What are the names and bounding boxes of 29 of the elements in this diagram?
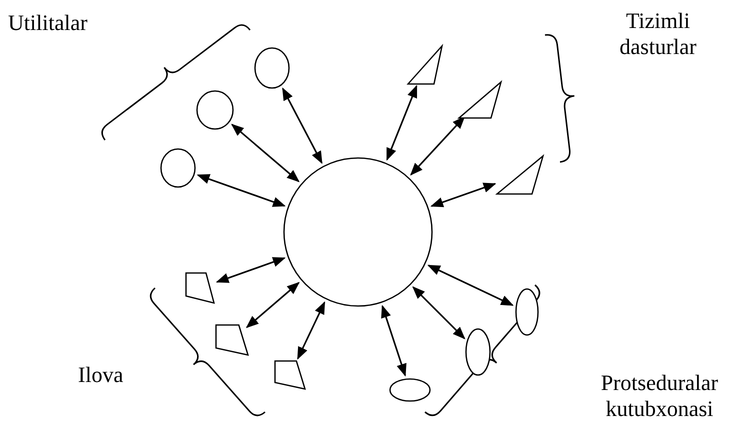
double-arrow — [427, 264, 514, 306]
double-arrow — [297, 301, 326, 360]
circle-shape — [254, 47, 290, 89]
triangle-shape — [407, 45, 443, 85]
double-arrow — [216, 257, 286, 283]
double-arrow — [196, 174, 286, 207]
double-arrow — [430, 182, 496, 208]
double-arrow — [381, 304, 406, 377]
trapezoid-shape — [215, 324, 249, 356]
group-label: Tizimli dasturlar — [618, 8, 698, 60]
group-label: Protseduralar kutubxonasi — [600, 370, 720, 422]
group-label: Utilitalar — [8, 10, 88, 36]
circle-shape — [283, 157, 433, 307]
ellipse-shape — [389, 378, 431, 402]
double-arrow — [386, 84, 418, 161]
double-arrow — [231, 124, 300, 182]
ellipse-shape — [515, 288, 539, 336]
circle-shape — [196, 90, 234, 130]
double-arrow — [282, 87, 322, 164]
ellipse-shape — [465, 328, 491, 376]
circle-shape — [160, 148, 196, 188]
double-arrow — [410, 116, 466, 176]
trapezoid-shape — [185, 272, 215, 304]
double-arrow — [246, 282, 300, 328]
triangle-shape — [458, 81, 502, 119]
triangle-shape — [496, 155, 544, 195]
group-label: Ilova — [78, 362, 124, 388]
trapezoid-shape — [274, 360, 306, 390]
double-arrow — [412, 286, 466, 340]
